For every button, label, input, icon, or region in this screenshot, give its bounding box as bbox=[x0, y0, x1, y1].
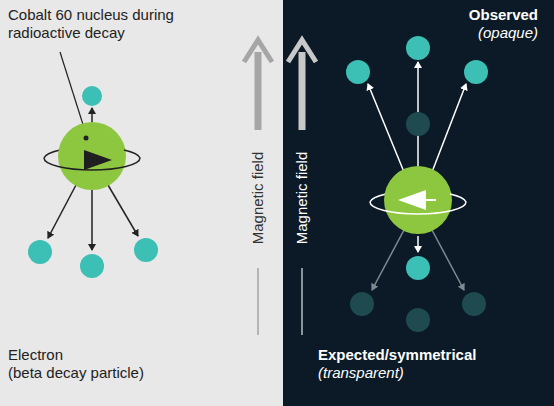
electron-note: (beta decay particle) bbox=[8, 364, 144, 382]
field-label: Magnetic field bbox=[249, 152, 267, 245]
observed-note: (opaque) bbox=[478, 24, 538, 42]
left-panel bbox=[0, 0, 283, 406]
field-label: Magnetic field bbox=[293, 152, 311, 245]
nucleus-label: Cobalt 60 nucleus during radioactive dec… bbox=[8, 6, 186, 42]
cobalt-nucleus-right bbox=[346, 36, 488, 332]
observed-label: Observed bbox=[469, 6, 538, 24]
right-panel bbox=[283, 0, 554, 406]
expected-label: Expected/symmetrical bbox=[318, 346, 476, 364]
cobalt-nucleus-left bbox=[28, 52, 158, 278]
field-arrow-right bbox=[288, 40, 316, 335]
field-arrow-left bbox=[244, 40, 272, 335]
expected-note: (transparent) bbox=[318, 364, 404, 382]
electron-label: Electron bbox=[8, 346, 63, 364]
